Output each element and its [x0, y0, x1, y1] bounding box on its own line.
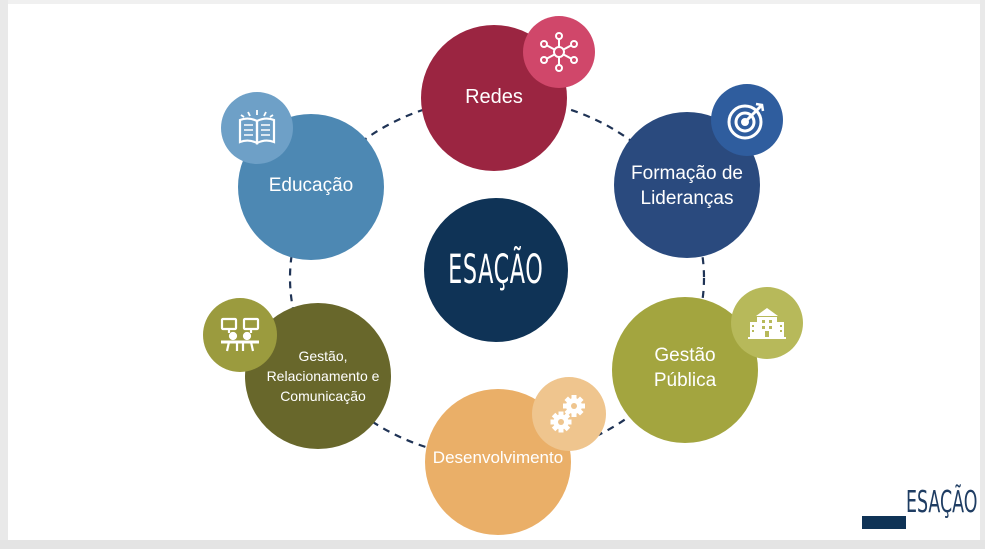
building-icon	[731, 287, 803, 359]
node-educacao-label: Educação	[268, 175, 354, 196]
node-gestao-rel-line1: Gestão,	[298, 348, 348, 364]
corner-logo-text: ESAÇÃO	[906, 485, 978, 520]
meeting-icon	[203, 298, 277, 372]
frame-top	[0, 0, 985, 4]
frame-right	[980, 0, 985, 549]
target-icon	[711, 84, 783, 156]
frame-left	[0, 0, 8, 549]
node-formacao-line2: Lideranças	[640, 188, 734, 209]
center-logo-text: ESAÇÃO	[448, 247, 544, 293]
frame-bottom	[0, 540, 985, 549]
node-gestao-publica-line1: Gestão	[654, 345, 716, 366]
node-redes-label: Redes	[465, 85, 523, 108]
gears-icon	[532, 377, 606, 451]
network-icon	[523, 16, 595, 88]
node-gestao-rel-line3: Comunicação	[280, 388, 366, 404]
node-gestao-publica-line2: Pública	[653, 370, 717, 391]
node-gestao-rel-line2: Relacionamento e	[266, 368, 380, 384]
corner-logo: ESAÇÃO	[862, 486, 977, 532]
open-book-icon	[221, 92, 293, 164]
node-formacao-line1: Formação de	[631, 163, 743, 184]
node-desenvolvimento-label: Desenvolvimento	[432, 448, 564, 467]
center-logo: ESAÇÃO	[424, 198, 568, 342]
corner-logo-bar	[862, 516, 906, 529]
